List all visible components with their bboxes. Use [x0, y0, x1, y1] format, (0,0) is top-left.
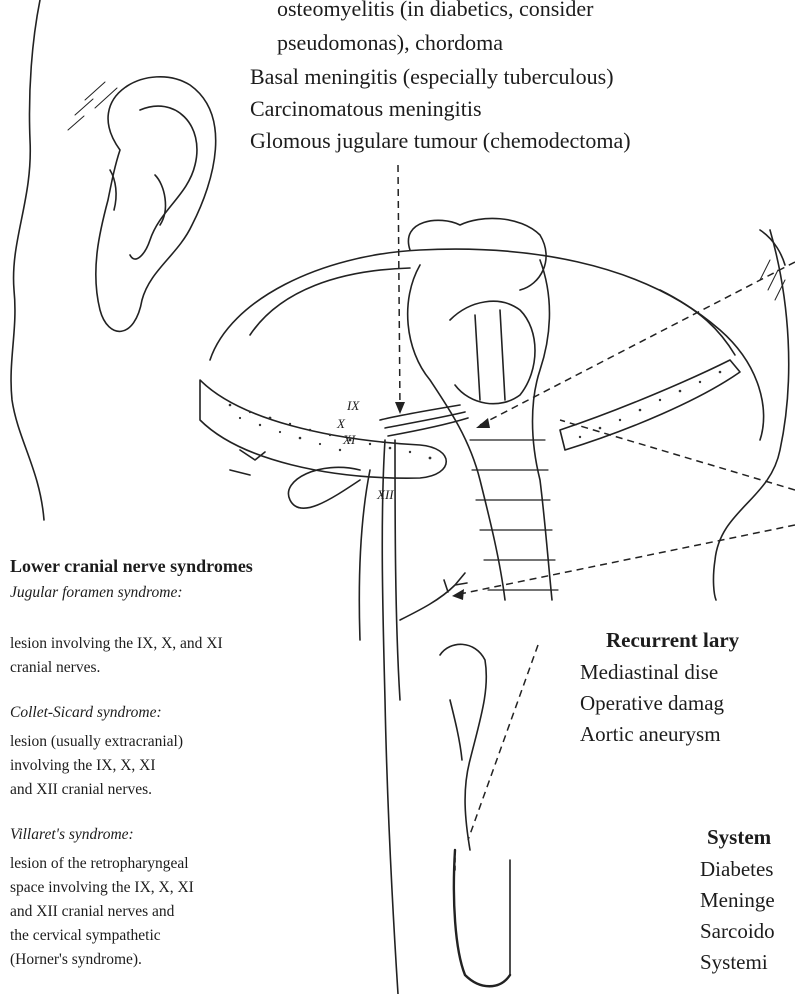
petrous-left: [200, 380, 446, 478]
nerve-label-xi: XI: [343, 432, 355, 448]
systemic-line-3: Sarcoido: [700, 916, 775, 946]
larynx: [440, 644, 486, 850]
systemic-line-2: Meninge: [700, 885, 775, 915]
villaret-title: Villaret's syndrome:: [10, 826, 134, 844]
recurrent-heading: Recurrent lary: [606, 628, 739, 653]
top-cause-line-4: Carcinomatous meningitis: [250, 94, 482, 124]
top-cause-line-2: pseudomonas), chordoma: [277, 28, 503, 58]
face-profile: [11, 0, 44, 520]
ear: [96, 77, 216, 332]
systemic-line-4: Systemi: [700, 947, 768, 977]
pointer-top: [398, 165, 400, 410]
recurrent-line-2: Operative damag: [580, 688, 724, 718]
skull-base: [210, 249, 764, 440]
pointer-right-mid: [560, 420, 795, 490]
collet-line-3: and XII cranial nerves.: [10, 778, 152, 802]
nerve-bundle: [380, 405, 460, 420]
recurrent-line-3: Aortic aneurysm: [580, 719, 721, 749]
jugular-title: Jugular foramen syndrome:: [10, 584, 182, 602]
villaret-line-4: the cervical sympathetic: [10, 924, 161, 948]
top-cause-line-3: Basal meningitis (especially tuberculous…: [250, 62, 614, 92]
nerve-label-xii: XII: [377, 487, 394, 503]
systemic-heading: System: [707, 825, 771, 850]
petrous-right: [560, 360, 740, 450]
villaret-line-1: lesion of the retropharyngeal: [10, 852, 189, 876]
nerve-label-x: X: [337, 416, 345, 432]
systemic-line-1: Diabetes: [700, 854, 773, 884]
top-cause-line-1: osteomyelitis (in diabetics, consider: [277, 0, 594, 24]
collet-line-1: lesion (usually extracranial): [10, 730, 183, 754]
villaret-line-2: space involving the IX, X, XI: [10, 876, 194, 900]
pointer-recurrent: [468, 645, 538, 840]
nerve-label-ix: IX: [347, 398, 359, 414]
villaret-line-5: (Horner's syndrome).: [10, 948, 142, 972]
recurrent-line-1: Mediastinal dise: [580, 657, 718, 687]
recurrent-loop: [454, 850, 510, 986]
collet-line-2: involving the IX, X, XI: [10, 754, 156, 778]
jugular-line-1: lesion involving the IX, X, and XI: [10, 632, 223, 656]
hypoglossal-loop: [288, 467, 360, 508]
jugular-line-2: cranial nerves.: [10, 656, 100, 680]
collet-title: Collet-Sicard syndrome:: [10, 704, 162, 722]
villaret-line-3: and XII cranial nerves and: [10, 900, 174, 924]
lower-cranial-heading: Lower cranial nerve syndromes: [10, 556, 253, 577]
top-cause-line-5: Glomous jugulare tumour (chemodectoma): [250, 126, 631, 156]
